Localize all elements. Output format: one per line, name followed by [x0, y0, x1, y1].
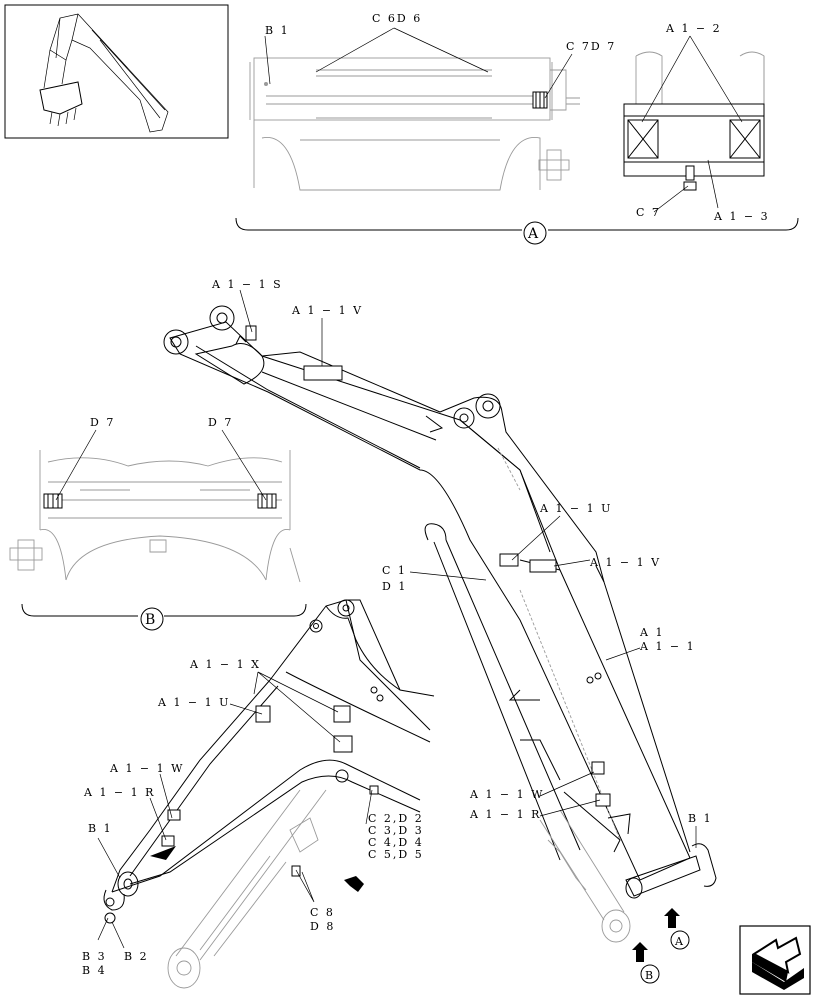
leader-a1-1s	[239, 289, 253, 333]
leader-d7-right	[221, 429, 267, 501]
leader-a1-1r-right	[539, 799, 601, 817]
detail-b-letter: B	[145, 612, 155, 628]
label-a1-1w-right: A 1 − 1 W	[469, 788, 544, 801]
leader-a1-1u-left	[229, 703, 263, 715]
label-a1-2: A 1 − 2	[665, 22, 722, 35]
label-c7d7: C 7D 7	[566, 40, 616, 53]
label-a1-1v-top: A 1 − 1 V	[291, 304, 363, 317]
leader-d7-left	[55, 429, 97, 501]
label-c1: C 1	[382, 564, 407, 577]
label-b1-left: B 1	[88, 822, 113, 835]
leader-b1-top	[264, 35, 271, 85]
leader-b3b4	[97, 917, 109, 941]
label-b1-right: B 1	[688, 812, 713, 825]
label-b1-top: B 1	[265, 24, 290, 37]
label-a1-1r-right: A 1 − 1 R	[469, 808, 541, 821]
label-a1-1v-right: A 1 − 1 V	[589, 556, 661, 569]
label-a1-1: A 1 − 1	[639, 640, 696, 653]
main-boom-side-view	[163, 305, 717, 943]
leader-c6d6	[315, 27, 489, 73]
leader-c2d2	[365, 789, 373, 825]
view-arrow-b-letter: B	[645, 969, 653, 982]
next-page-arrow-icon[interactable]	[739, 925, 811, 995]
lower-boom-iso-view	[103, 599, 435, 989]
detail-a-letter: A	[527, 226, 539, 242]
view-arrow-b: B	[632, 942, 660, 984]
leader-a1-1x	[253, 671, 341, 743]
view-arrow-a-letter: A	[674, 935, 684, 948]
leader-a1-1w-left	[159, 773, 173, 819]
label-d1: D 1	[382, 580, 407, 593]
label-a1-3: A 1 − 3	[713, 210, 770, 223]
leader-a1-1w-right	[539, 771, 595, 797]
label-c7: C 7	[636, 206, 661, 219]
label-a1-1w-left: A 1 − 1 W	[109, 762, 184, 775]
detail-b-bracket	[21, 603, 307, 617]
label-d8: D 8	[310, 920, 335, 933]
detail-a-circle	[523, 221, 547, 245]
direction-arrow-icon	[344, 876, 364, 892]
leader-a1-1r-left	[149, 797, 167, 841]
label-c2d2: C 2,D 2	[368, 812, 424, 825]
label-d7-right: D 7	[208, 416, 233, 429]
leader-c7d7	[544, 53, 573, 99]
label-a1-1u-left: A 1 − 1 U	[157, 696, 230, 709]
label-c6d6: C 6D 6	[372, 12, 422, 25]
leader-a1-2	[641, 35, 743, 123]
leader-b1-left	[97, 837, 121, 879]
leader-c8d8	[295, 869, 315, 903]
label-a1-1x: A 1 − 1 X	[189, 658, 261, 671]
leader-a1-3	[707, 159, 719, 209]
leader-a1-1u-right	[511, 515, 561, 561]
label-a1-1s: A 1 − 1 S	[211, 278, 283, 291]
detail-a-top-view	[249, 57, 580, 191]
label-a1-1r-left: A 1 − 1 R	[83, 786, 155, 799]
detail-a-bracket	[235, 217, 799, 231]
detail-b-view	[9, 450, 301, 583]
leader-a1-1v-right	[553, 559, 591, 567]
detail-b-circle	[140, 607, 164, 631]
leader-a1	[605, 647, 641, 661]
label-a1-1u-right: A 1 − 1 U	[539, 502, 612, 515]
label-b3: B 3	[82, 950, 107, 963]
label-a1: A 1	[639, 626, 664, 639]
view-arrow-a: A	[664, 908, 690, 950]
excavator-thumbnail-icon[interactable]	[4, 4, 229, 139]
label-c8: C 8	[310, 906, 335, 919]
leader-c1d1	[409, 571, 487, 581]
label-c5d5: C 5,D 5	[368, 848, 424, 861]
detail-a-section-view	[623, 51, 765, 191]
label-c3d3: C 3,D 3	[368, 824, 424, 837]
leader-b2	[111, 921, 125, 949]
leader-c7	[653, 185, 689, 213]
label-b2: B 2	[124, 950, 149, 963]
label-d7-left: D 7	[90, 416, 115, 429]
label-b4: B 4	[82, 964, 107, 977]
label-c4d4: C 4,D 4	[368, 836, 424, 849]
